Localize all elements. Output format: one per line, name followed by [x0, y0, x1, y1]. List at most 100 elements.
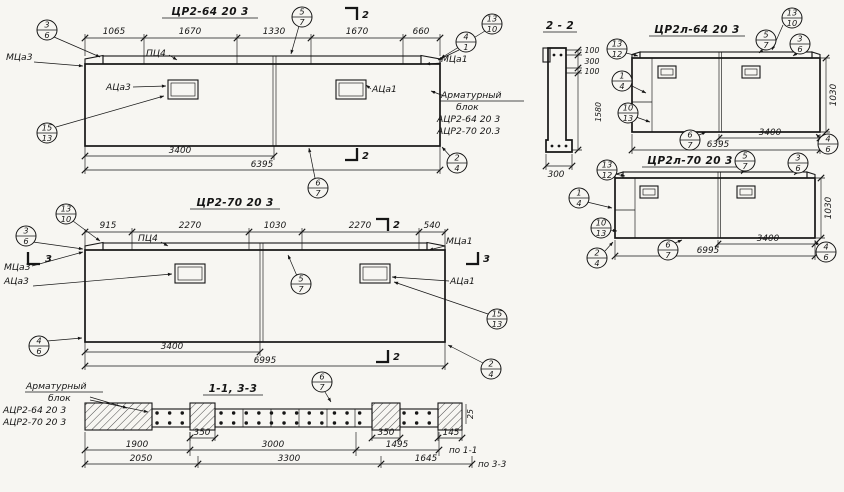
dim-text: 6395 — [251, 160, 274, 170]
dim-text: 2050 — [130, 454, 153, 464]
note-line: АЦР2-70 20.3 — [436, 126, 500, 137]
callout-bottom: 6 — [823, 252, 828, 262]
callout-6-7: 6 7 — [307, 177, 329, 199]
section-mark-label: 2 — [362, 10, 369, 21]
note-line: Арматурный — [25, 381, 87, 392]
callout-bottom: 4 — [619, 81, 624, 91]
dim-text: 660 — [413, 27, 430, 37]
plan-section-strip — [84, 402, 463, 431]
callout-4-6: 4 6 — [28, 335, 50, 357]
corner-embed-right — [420, 54, 441, 64]
dim-text: 1030 — [264, 221, 287, 231]
note-line: Арматурный — [440, 90, 502, 101]
dim-text: 3300 — [278, 454, 301, 464]
section-1-1-3-3-view: Арматурный блок АЦР2-64 20 3 АЦР2-70 20 … — [2, 371, 507, 470]
view-cr2-64-elevation: ЦР2-64 20 3 1065 1670 1330 1670 660 3400 — [6, 6, 524, 199]
dim-text: 1645 — [415, 454, 438, 464]
callout-bottom: 1 — [463, 42, 468, 52]
label-mca3: МЦа3 — [4, 262, 31, 273]
callout-bottom: 10 — [787, 18, 797, 28]
opening-2 — [359, 263, 391, 284]
row-label: по 3-3 — [478, 460, 507, 470]
hatched-support-block — [371, 402, 401, 431]
callout-bottom: 13 — [492, 319, 502, 329]
callout-bottom: 10 — [61, 214, 71, 224]
label-pc4: ПЦ4 — [146, 48, 166, 59]
section-mark-3-right: 3 — [466, 252, 490, 266]
callout-5-7: 5 7 — [291, 6, 313, 28]
hatched-support-block — [189, 402, 216, 431]
panel-joint — [272, 56, 277, 146]
callout-top: 2 — [488, 359, 493, 369]
dim-text: 6995 — [697, 246, 720, 256]
corner-embed-left — [84, 54, 104, 64]
label-mca1: МЦа1 — [446, 236, 473, 247]
callout-3-6: 3 6 — [15, 225, 37, 247]
callout-top: 3 — [44, 20, 49, 30]
dim-text: 2270 — [349, 221, 372, 231]
panel-outline — [631, 57, 821, 133]
callout-top: 6 — [315, 178, 320, 188]
callout-15-13: 15 13 — [36, 122, 58, 144]
label-aca1: АЦа1 — [449, 276, 475, 287]
dim-text: 1330 — [263, 27, 286, 37]
row-label: по 1-1 — [449, 446, 477, 456]
callout-top: 4 — [825, 134, 830, 144]
dim-text: 300 — [548, 170, 565, 180]
view-cr2-70-elevation: ЦР2-70 20 3 915 2270 1030 2270 540 3400 … — [3, 197, 508, 380]
dim-text: 1030 — [824, 196, 834, 219]
opening-2 — [741, 65, 761, 79]
callout-top: 6 — [687, 130, 692, 140]
dim-row-3-3: 2050 3300 1645 по 3-3 — [81, 454, 507, 470]
callout-4-1: 4 1 — [455, 31, 477, 53]
section-2-2-view: 2 - 2 100 300 100 1580 300 — [542, 20, 603, 180]
dim-row-1-1: 1900 3000 1495 по 1-1 — [81, 432, 477, 468]
callout-top: 1 — [619, 71, 624, 81]
dim-text: 2270 — [179, 221, 202, 231]
dim-text: 6995 — [254, 356, 277, 366]
view-cr2l-70-elevation: ЦР2л-70 20 3 3400 6995 1030 — [568, 150, 837, 269]
opening-1 — [167, 79, 199, 100]
corner-embed-right — [426, 241, 446, 250]
hatched-end-block — [437, 402, 463, 431]
callout-6-7: 6 7 — [311, 371, 333, 393]
dim-base-300: 300 — [542, 154, 576, 180]
web-segment — [214, 408, 373, 428]
label-aca3: АЦа3 — [105, 82, 131, 93]
opening-1 — [174, 263, 206, 284]
label-mca3: МЦа3 — [6, 52, 33, 63]
callout-top: 13 — [612, 39, 622, 49]
dim-text: 1030 — [829, 83, 839, 106]
dim-145: 145 — [434, 428, 466, 442]
panel-outline — [614, 177, 816, 239]
callout-top: 10 — [623, 103, 633, 113]
web-segment — [399, 408, 439, 428]
dim-chain-top: 915 2270 1030 2270 540 — [81, 221, 449, 246]
panel-outline — [84, 63, 441, 147]
callout-top: 1 — [576, 188, 581, 198]
callout-bottom: 7 — [687, 140, 693, 150]
callout-top: 15 — [492, 309, 502, 319]
label-mca1: МЦа1 — [441, 54, 468, 65]
callout-2-4: 2 4 — [446, 152, 468, 174]
callout-13-10: 13 10 — [781, 7, 803, 29]
web-segment — [151, 408, 191, 428]
callout-5-7: 5 7 — [755, 29, 777, 51]
dim-text: 3400 — [161, 342, 184, 352]
parapet-strip — [639, 51, 813, 59]
panel-body — [614, 171, 816, 239]
callout-bottom: 6 — [36, 346, 41, 356]
callout-top: 3 — [795, 153, 800, 163]
note-line: АЦР2-64 20 3 — [2, 405, 66, 416]
callout-5-7: 5 7 — [290, 273, 312, 295]
callout-top: 3 — [797, 34, 802, 44]
dim-text: 1900 — [126, 440, 149, 450]
callout-6-7: 6 7 — [657, 239, 679, 261]
dim-350-right: 350 — [368, 428, 404, 442]
callout-top: 13 — [487, 14, 497, 24]
callout-top: 5 — [299, 7, 304, 17]
parapet-cross-section — [542, 47, 551, 63]
dim-text: 1580 — [594, 102, 603, 122]
callout-13-10: 13 10 — [481, 13, 503, 35]
